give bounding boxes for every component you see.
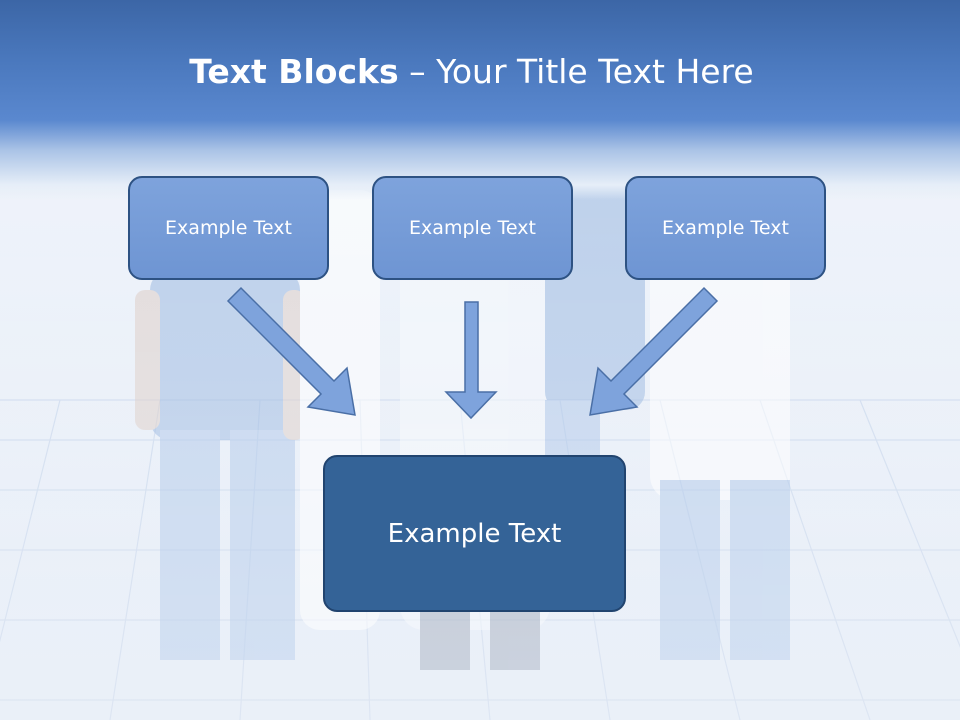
arrow-right-to-center [589,286,719,416]
title-bold-part: Text Blocks [189,52,399,91]
text-block-left: Example Text [128,176,329,280]
text-block-left-label: Example Text [165,217,292,239]
title-dash: – [398,52,437,91]
header-band [0,0,960,200]
arrow-center-down [444,301,498,420]
slide-title: Text Blocks – Your Title Text Here [0,52,943,91]
text-block-center: Example Text [372,176,573,280]
text-block-bottom: Example Text [323,455,626,612]
arrow-left-to-center [226,286,356,416]
text-block-right-label: Example Text [662,217,789,239]
text-block-right: Example Text [625,176,826,280]
text-block-bottom-label: Example Text [387,518,562,549]
text-block-center-label: Example Text [409,217,536,239]
title-regular-part: Your Title Text Here [436,52,754,91]
